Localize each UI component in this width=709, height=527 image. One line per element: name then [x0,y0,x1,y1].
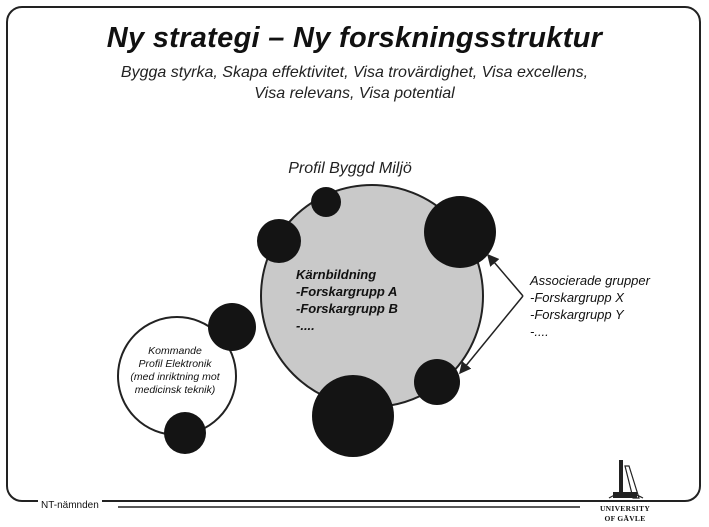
associated-group-list: Associerade grupper -Forskargrupp X -For… [530,272,650,340]
group-node [424,196,496,268]
profile-label: Profil Byggd Miljö [288,160,412,177]
coming-line: medicinsk teknik) [134,384,216,396]
coming-profile-text: Kommande Profil Elektronik (med inriktni… [118,345,232,397]
associated-item: -.... [530,324,549,339]
arrow-to-upper-node [487,253,524,297]
slide-title: Ny strategi – Ny forskningsstruktur [106,22,603,54]
group-node [257,219,301,263]
coming-line: (med inriktning mot [130,371,220,383]
associated-item: -Forskargrupp Y [530,307,624,322]
group-node [164,412,206,454]
group-node [312,375,394,457]
logo-text-line: OF GÄVLE [604,514,646,523]
coming-line: Kommande [148,345,202,357]
group-node [414,359,460,405]
core-item: -Forskargrupp A [296,284,398,299]
subtitle-line: Bygga styrka, Skapa effektivitet, Visa t… [120,64,589,81]
subtitle-line: Visa relevans, Visa potential [254,85,455,102]
core-group-list: Kärnbildning -Forskargrupp A -Forskargru… [296,266,398,334]
slide-subtitle: Bygga styrka, Skapa effektivitet, Visa t… [60,62,649,104]
arrow-to-lower-node [459,295,524,375]
associated-heading: Associerade grupper [530,273,650,288]
group-node [208,303,256,351]
core-item: -Forskargrupp B [296,301,398,316]
core-item: -.... [296,318,315,333]
core-heading: Kärnbildning [296,267,377,282]
coming-line: Profil Elektronik [138,358,212,370]
associated-item: -Forskargrupp X [530,290,624,305]
slide-frame [6,6,701,502]
logo-text-line: UNIVERSITY [599,504,651,513]
university-logo: UNIVERSITY OF GÄVLE [585,458,665,527]
footer-label: NT-nämnden [38,500,102,511]
logo-mark-icon [608,460,644,499]
group-node [311,187,341,217]
